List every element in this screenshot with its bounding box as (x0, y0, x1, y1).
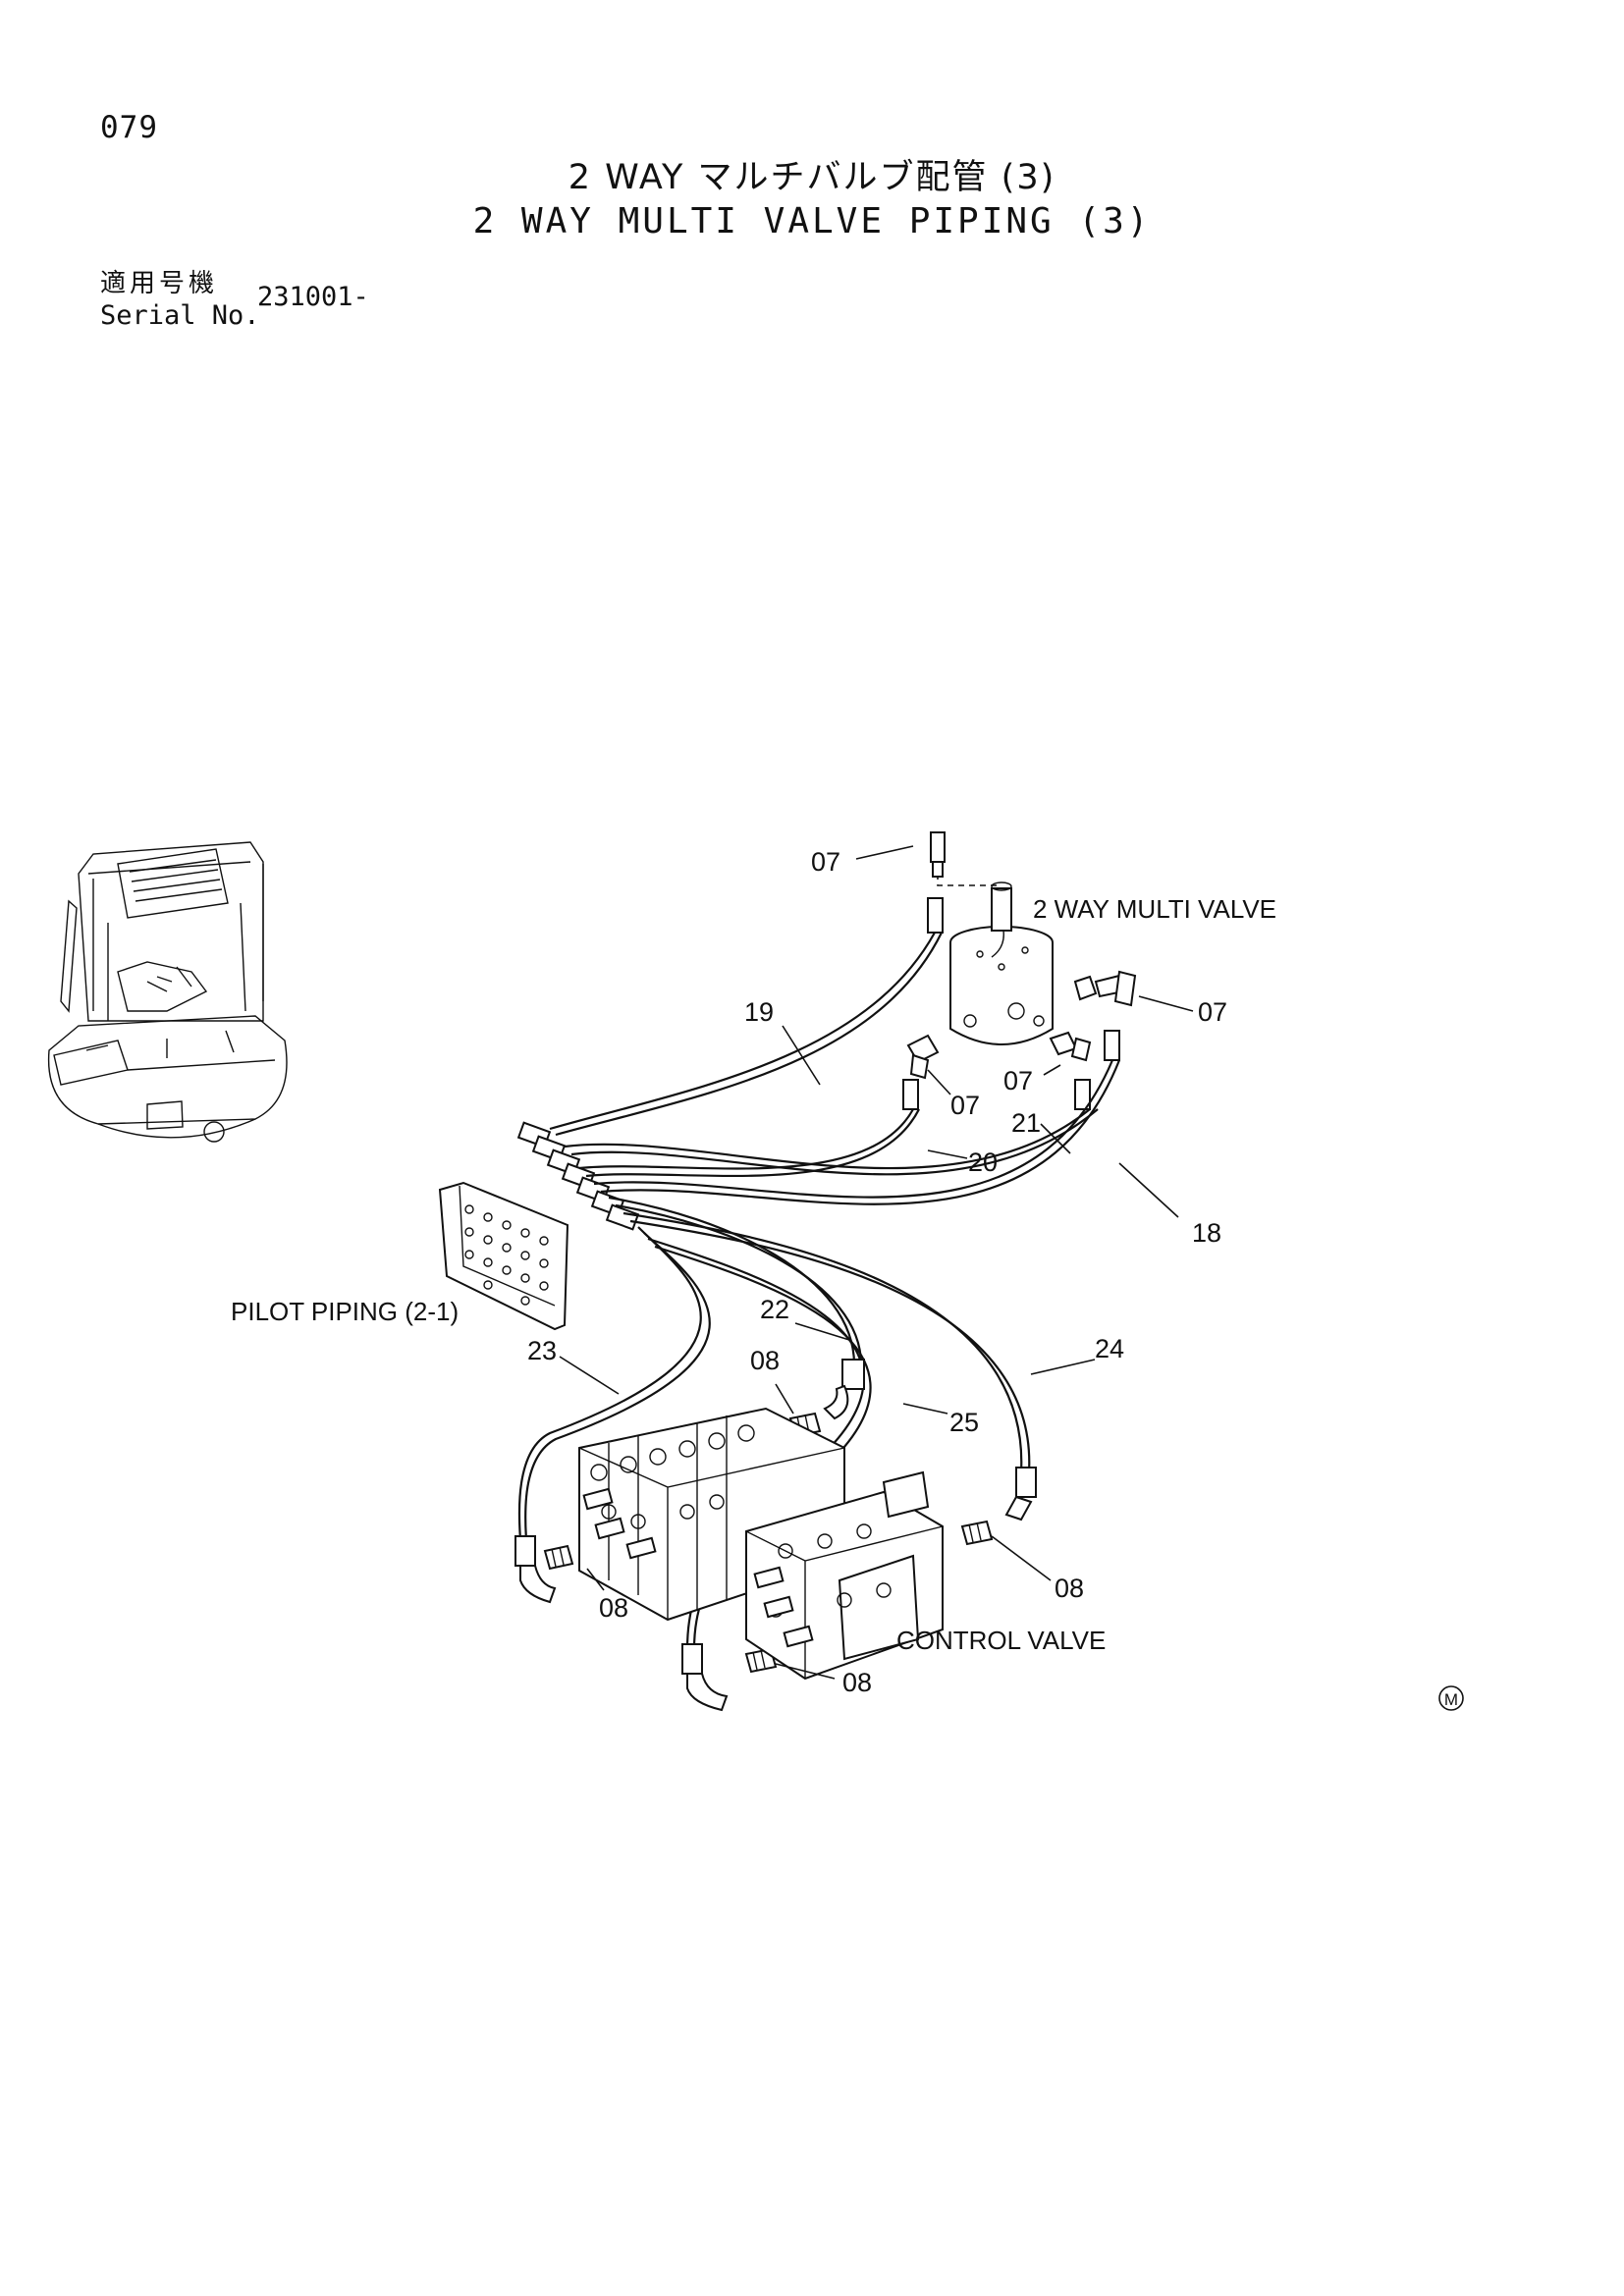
callout-20: 20 (968, 1148, 998, 1177)
control-valve-body (578, 1407, 944, 1681)
page-title-english: 2 WAY MULTI VALVE PIPING (3) (472, 201, 1152, 241)
page-title-japanese: 2 WAY マルチバルブ配管 (3) (568, 158, 1056, 197)
m-marker-letter: M (1444, 1690, 1458, 1709)
page-number: 079 (100, 110, 158, 145)
callout-21: 21 (1011, 1108, 1041, 1138)
callout-25: 25 (949, 1408, 979, 1437)
control-valve-label: CONTROL VALVE (896, 1626, 1106, 1655)
callout-07-top: 07 (811, 847, 840, 877)
multi-valve-body (937, 874, 1054, 1045)
hose-fittings-upper (902, 897, 1120, 1110)
callout-07-left: 07 (950, 1091, 980, 1120)
fittings-07 (906, 831, 1137, 1080)
serial-label-english: Serial No. (100, 300, 260, 331)
callout-22: 22 (760, 1295, 789, 1324)
callout-19: 19 (744, 997, 774, 1027)
excavator-thumbnail-image (47, 841, 288, 1143)
serial-label-japanese: 適用号機 (100, 269, 219, 298)
multi-valve-label: 2 WAY MULTI VALVE (1033, 894, 1276, 924)
callout-24: 24 (1095, 1334, 1124, 1363)
leader-lines (559, 845, 1194, 1680)
m-marker: M (1438, 1685, 1464, 1711)
hose-end-fittings-lower (514, 1359, 1037, 1712)
callout-07-mid: 07 (1003, 1066, 1033, 1095)
callout-07-right: 07 (1198, 997, 1227, 1027)
callout-23: 23 (527, 1336, 557, 1365)
callout-08-left: 08 (599, 1593, 628, 1623)
pilot-piping-label: PILOT PIPING (2-1) (231, 1297, 459, 1326)
callout-08-top: 08 (750, 1346, 780, 1375)
callout-08-right: 08 (1055, 1574, 1084, 1603)
pilot-piping-bracket (438, 1121, 640, 1331)
callout-18: 18 (1192, 1218, 1221, 1248)
serial-number-value: 231001- (257, 282, 369, 312)
callout-08-bottom: 08 (842, 1668, 872, 1697)
